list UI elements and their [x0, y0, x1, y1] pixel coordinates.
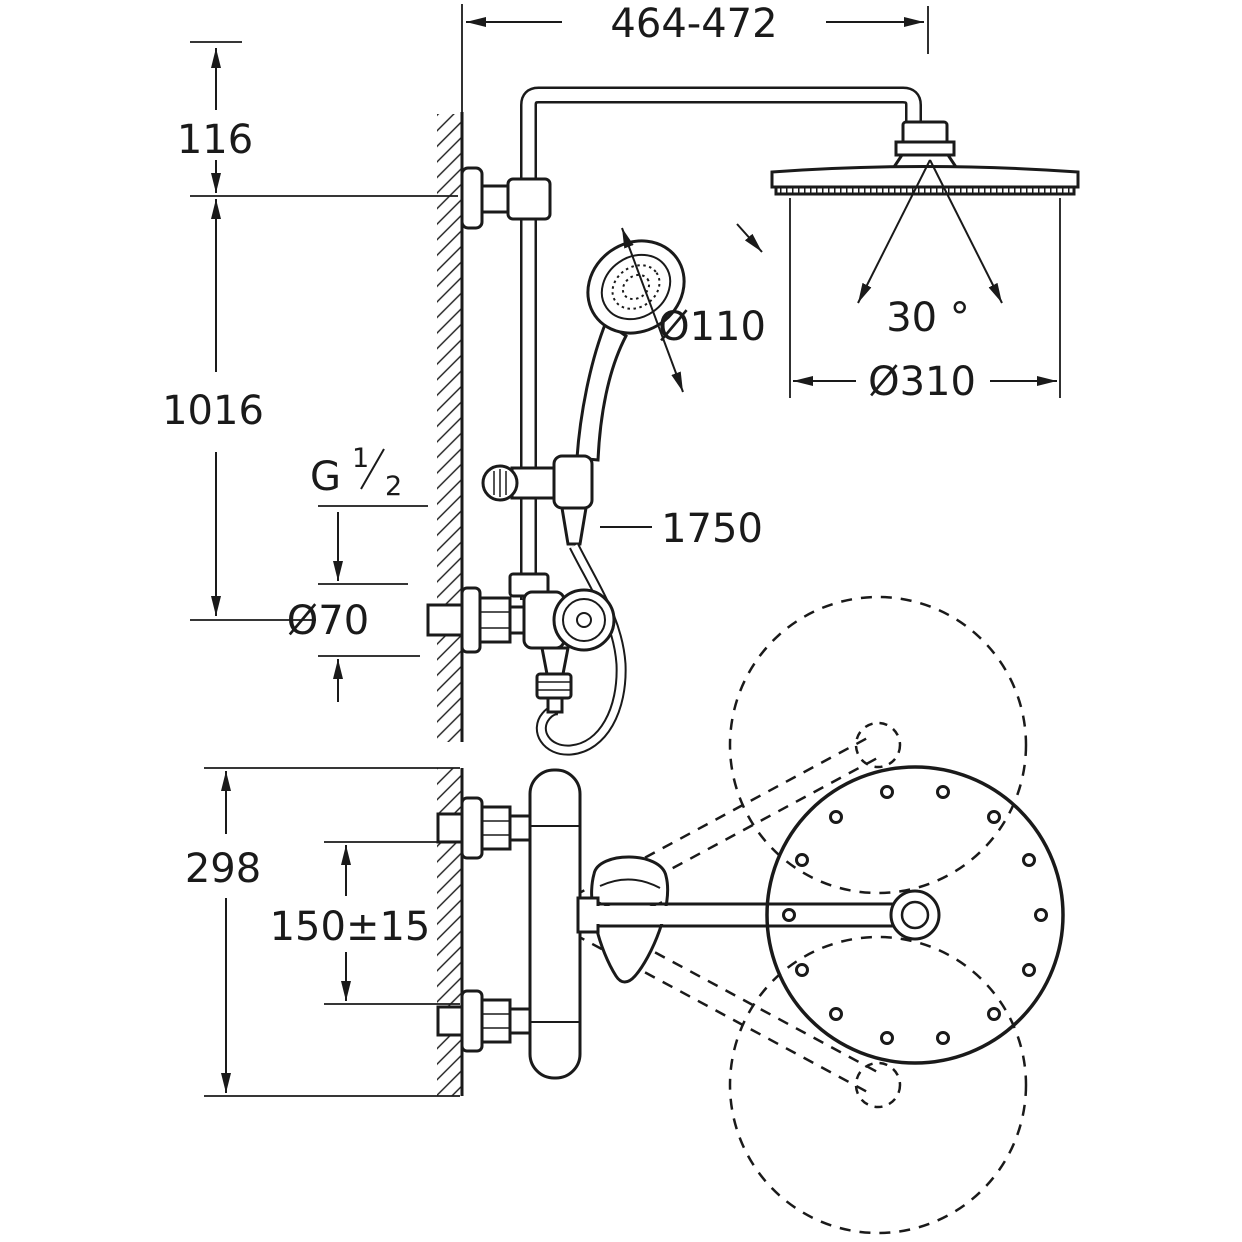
dim-hand-diameter: Ø110 [658, 304, 766, 350]
front-view: 464-472 116 1016 [162, 1, 1080, 756]
dim-center-distance: 150±15 [270, 904, 431, 950]
dim-angle-group: 30 ° [736, 159, 1003, 341]
dim-top-offset-group: 116 [177, 41, 458, 197]
wall-section-front [437, 112, 464, 742]
supply-connection-top [436, 796, 534, 860]
thread-label-den: 2 [385, 471, 402, 502]
dim-depth-group: 298 [185, 767, 460, 1097]
hand-shower-holder-bracket [481, 464, 562, 502]
dim-hand-diameter-group: Ø110 [621, 227, 766, 393]
thread-label-g: G [310, 454, 341, 500]
thread-label-num: 1 [352, 443, 369, 474]
dim-head-diameter: Ø310 [868, 359, 976, 405]
thermostat-valve-front [426, 572, 616, 714]
head-shower-plan [765, 765, 1065, 1065]
dim-hose-length-group: 1750 [600, 506, 763, 552]
dim-depth: 298 [185, 846, 261, 892]
hand-shower-holder-cup [552, 454, 594, 546]
dim-angle: 30 ° [886, 295, 970, 341]
shower-column-pipe [520, 86, 922, 600]
thermostat-valve-plan [436, 768, 600, 1080]
dim-height: 1016 [162, 388, 264, 434]
dim-supply-group: Ø70 [287, 505, 428, 702]
supply-connection-bottom [436, 989, 534, 1053]
dim-head-diameter-group: Ø310 [789, 198, 1061, 405]
plan-view: 298 150±15 [185, 595, 1065, 1235]
dim-width-group: 464-472 [461, 1, 929, 112]
dim-supply-diameter: Ø70 [287, 598, 369, 644]
swivel-position-top [556, 595, 1028, 927]
shower-arm-plan [596, 902, 900, 928]
head-shower-side [770, 120, 1080, 196]
dim-center-distance-group: 150±15 [270, 841, 460, 1005]
wall-bracket-top [460, 166, 552, 230]
swivel-position-bottom [556, 903, 1028, 1235]
dim-hose-length: 1750 [661, 506, 763, 552]
nozzle-ring [782, 785, 1048, 1045]
dim-height-group: 1016 [162, 199, 316, 621]
thread-label-group: G 1 2 [310, 443, 402, 502]
dim-width-range: 464-472 [610, 1, 777, 47]
dim-top-offset: 116 [177, 117, 253, 163]
